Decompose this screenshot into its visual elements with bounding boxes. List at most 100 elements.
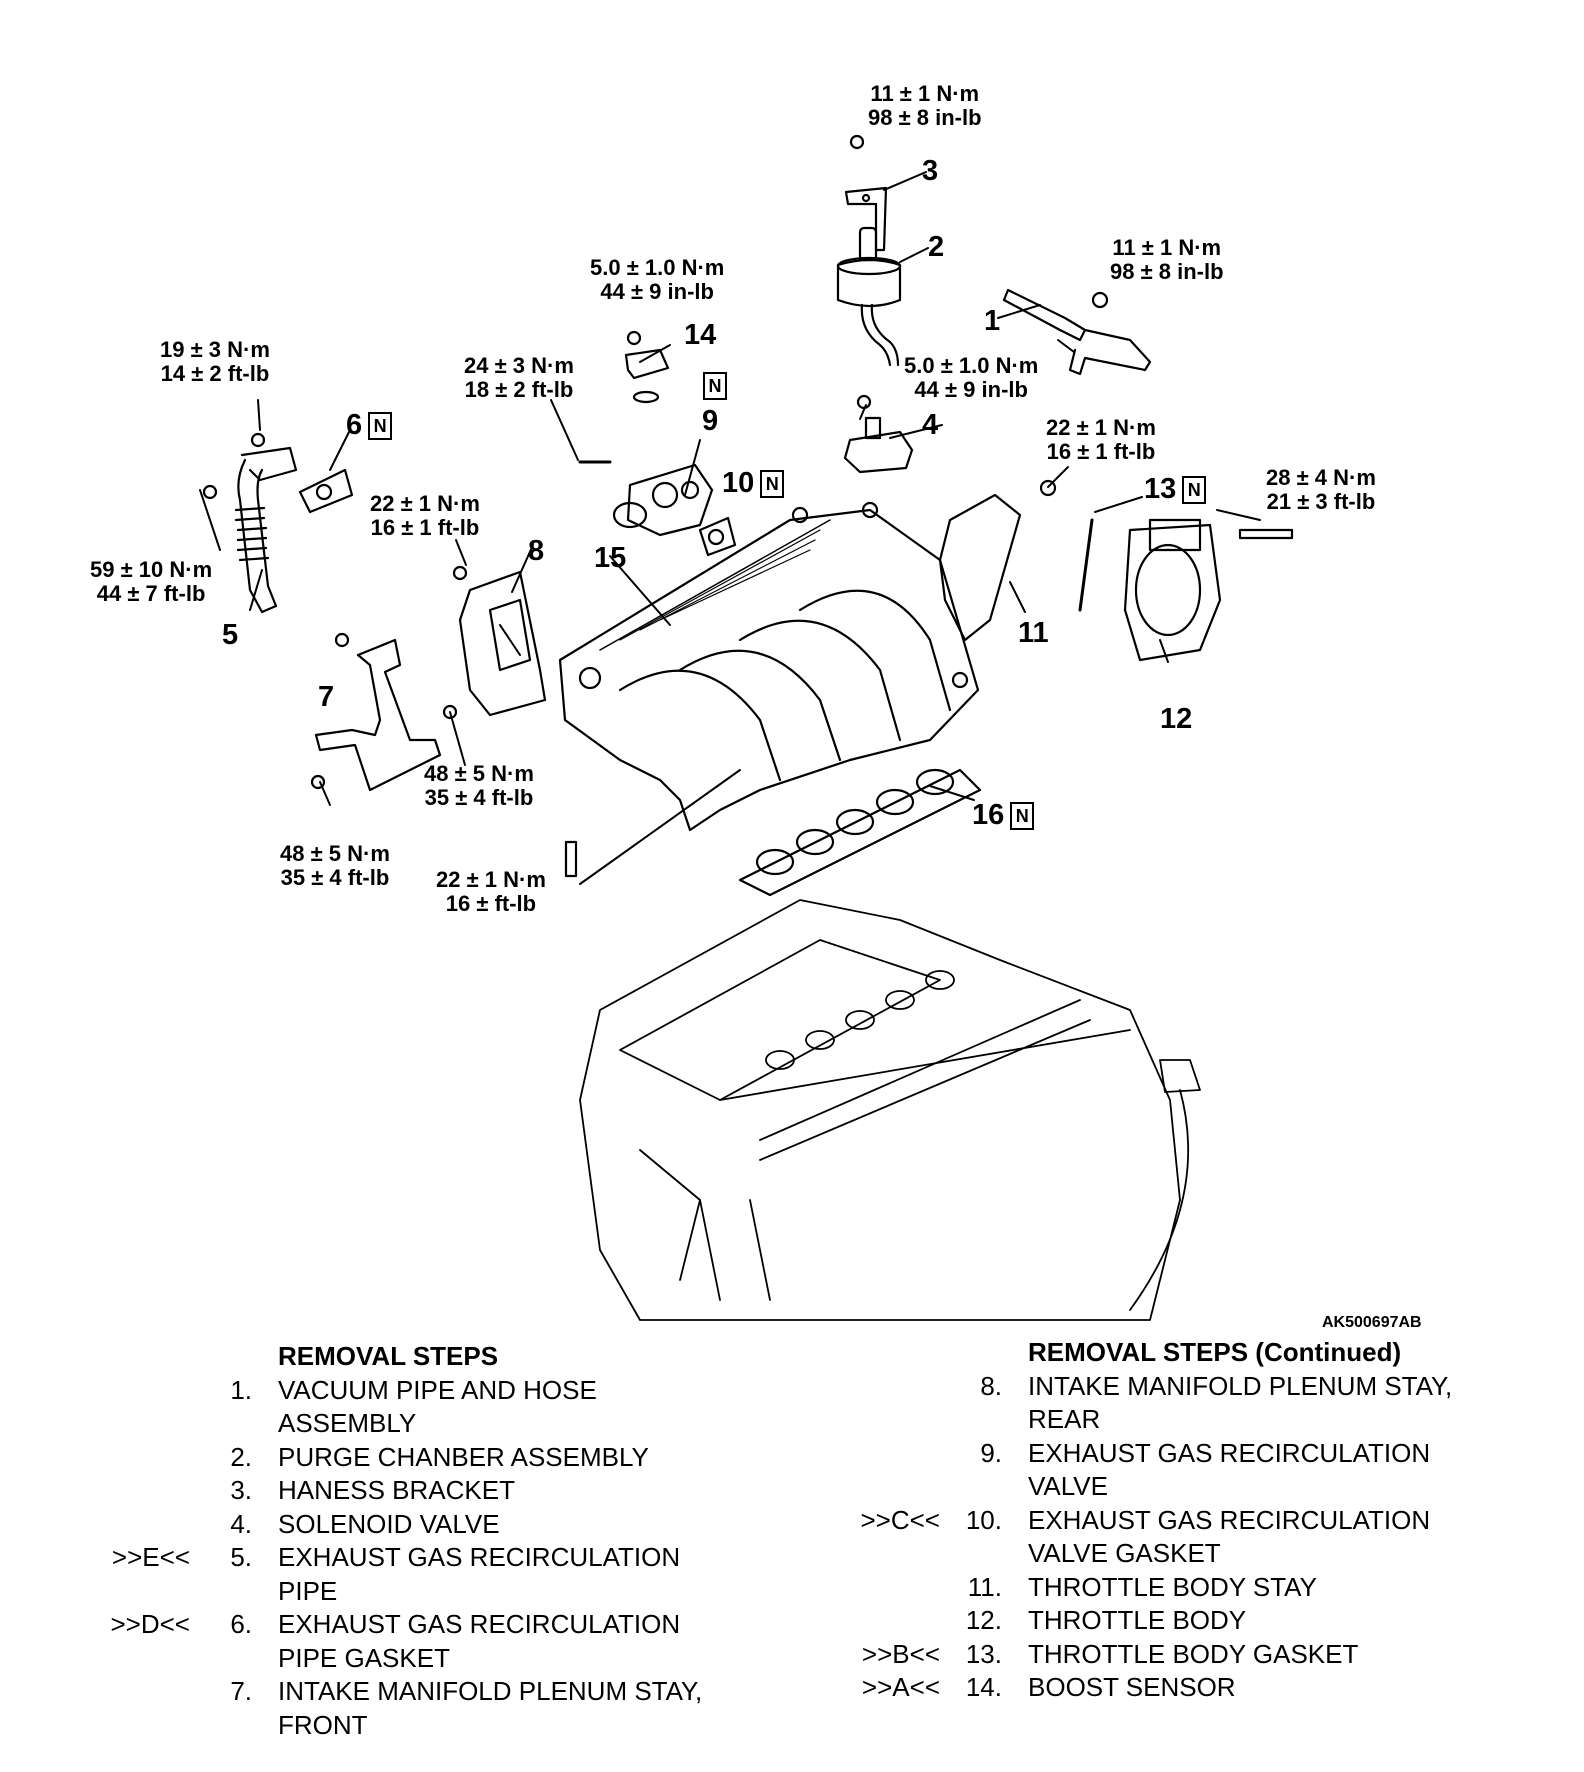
removal-step: 8.INTAKE MANIFOLD PLENUM STAY,REAR (850, 1370, 1510, 1437)
step-number: 14. (965, 1672, 1002, 1702)
callout-3: 3 (922, 155, 939, 187)
exploded-view-diagram (199, 134, 1294, 1321)
torque-imperial: 18 ± 2 ft-lb (464, 377, 574, 402)
intake-manifold-part-15 (558, 501, 980, 832)
callout-9: 9 (702, 405, 719, 437)
step-number: 12. (965, 1605, 1002, 1635)
step-number: 1. (230, 1374, 252, 1405)
step-text: INTAKE MANIFOLD PLENUM STAY, (278, 1676, 703, 1706)
torque-nm: 19 ± 3 N·m (160, 337, 270, 362)
callout-8: 8 (528, 535, 545, 567)
torque-imperial: 98 ± 8 in-lb (868, 105, 982, 130)
callout-6-number: 6 (346, 409, 363, 441)
new-part-symbol: N (760, 470, 785, 499)
torque-imperial: 16 ± ft-lb (445, 891, 537, 916)
solenoid-valve-part-4 (843, 394, 914, 474)
torque-imperial: 44 ± 7 ft-lb (96, 581, 206, 606)
removal-step: 11. THROTTLE BODY STAY (850, 1571, 1510, 1605)
step-number: 13. (965, 1638, 1002, 1669)
torque-nm: 59 ± 10 N·m (90, 557, 213, 582)
callout-2: 2 (928, 231, 945, 263)
callout-5: 5 (222, 619, 239, 651)
torque-nm: 5.0 ± 1.0 N·m (904, 353, 1039, 378)
step-number: 11. (967, 1571, 1002, 1602)
step-number: 5. (230, 1542, 252, 1572)
step-text: PIPE (278, 1575, 338, 1606)
torque-spec-egr-pipe-lower: 59 ± 10 N·m 44 ± 7 ft-lb (90, 558, 212, 606)
new-part-symbol: N (1010, 802, 1035, 831)
step-text: PURGE CHANBER ASSEMBLY (278, 1441, 649, 1472)
torque-nm: 28 ± 4 N·m (1266, 465, 1376, 490)
torque-nm: 11 ± 1 N·m (870, 81, 980, 106)
removal-steps-right: REMOVAL STEPS (Continued) 8.INTAKE MANIF… (850, 1336, 1510, 1705)
torque-nm: 22 ± 1 N·m (1046, 415, 1156, 440)
step-text: EXHAUST GAS RECIRCULATION (1028, 1504, 1431, 1535)
figure-id: AK500697AB (1322, 1314, 1422, 1331)
new-part-symbol: N (1182, 476, 1207, 505)
step-number: 10. (965, 1504, 1002, 1535)
torque-nm: 24 ± 3 N·m (464, 353, 574, 378)
service-point-marker: >>C<< (860, 1504, 940, 1535)
throttle-body-part-12 (1123, 518, 1294, 662)
callout-14-new-part: N (703, 370, 727, 401)
intake-gasket-part-16 (564, 768, 982, 897)
step-number: 2. (230, 1441, 252, 1472)
callout-13-number: 13 (1144, 473, 1177, 505)
callout-15: 15 (594, 542, 627, 574)
new-part-symbol: N (368, 412, 393, 441)
torque-imperial: 44 ± 9 in-lb (914, 377, 1028, 402)
step-number: 6. (230, 1609, 252, 1639)
plenum-stay-rear-part-8 (442, 565, 547, 720)
plenum-stay-front-part-7 (310, 632, 442, 792)
torque-imperial: 35 ± 4 ft-lb (280, 865, 390, 890)
callout-1: 1 (984, 305, 1001, 337)
boost-sensor-part-14 (624, 330, 670, 404)
callout-12: 12 (1160, 703, 1193, 735)
egr-pipe-part-5 (202, 432, 298, 614)
torque-spec-boost-sensor: 5.0 ± 1.0 N·m 44 ± 9 in-lb (590, 256, 724, 304)
torque-imperial: 98 ± 8 in-lb (1110, 259, 1224, 284)
new-part-symbol: N (703, 372, 727, 401)
torque-spec-intake-manifold: 22 ± 1 N·m 16 ± ft-lb (436, 868, 546, 916)
purge-chamber-part-2 (836, 226, 902, 367)
step-text: THROTTLE BODY STAY (1028, 1571, 1317, 1602)
harness-bracket-part-3 (844, 134, 888, 252)
engine-block (579, 899, 1201, 1321)
step-text: FRONT (278, 1709, 368, 1740)
removal-steps-heading: REMOVAL STEPS (278, 1341, 499, 1371)
torque-nm: 22 ± 1 N·m (370, 491, 480, 516)
step-text: ASSEMBLY (278, 1408, 417, 1438)
removal-step: 7. INTAKE MANIFOLD PLENUM STAY,FRONT (100, 1675, 740, 1742)
torque-spec-egr-pipe-upper: 19 ± 3 N·m 14 ± 2 ft-lb (160, 338, 270, 386)
egr-pipe-gasket-part-6 (298, 468, 354, 514)
step-number: 3. (230, 1475, 252, 1505)
throttle-gasket-part-13 (1078, 518, 1094, 612)
step-number: 7. (230, 1676, 252, 1706)
service-point-marker: >>B<< (861, 1638, 940, 1669)
torque-spec-vacuum-pipe: 11 ± 1 N·m 98 ± 8 in-lb (1110, 236, 1224, 284)
callout-14: 14 (684, 319, 717, 351)
torque-nm: 5.0 ± 1.0 N·m (590, 255, 725, 280)
torque-spec-harness-bracket: 11 ± 1 N·m 98 ± 8 in-lb (868, 82, 982, 130)
torque-spec-rear-stay-upper: 22 ± 1 N·m 16 ± 1 ft-lb (370, 492, 480, 540)
torque-spec-egr-valve: 24 ± 3 N·m 18 ± 2 ft-lb (464, 354, 574, 402)
torque-spec-throttle-body: 28 ± 4 N·m 21 ± 3 ft-lb (1266, 466, 1376, 514)
removal-step: 2. PURGE CHANBER ASSEMBLY (100, 1441, 740, 1475)
torque-imperial: 21 ± 3 ft-lb (1266, 489, 1376, 514)
torque-nm: 48 ± 5 N·m (424, 761, 534, 786)
torque-imperial: 16 ± 1 ft-lb (370, 515, 480, 540)
removal-step: 3.HANESS BRACKET (100, 1474, 740, 1508)
step-number: 4. (230, 1508, 252, 1539)
removal-step: >>B<< 13. THROTTLE BODY GASKET (850, 1638, 1510, 1672)
leader-lines (199, 171, 1261, 885)
torque-imperial: 14 ± 2 ft-lb (160, 361, 270, 386)
step-text: THROTTLE BODY GASKET (1028, 1638, 1359, 1669)
throttle-body-stay-part-11 (938, 479, 1057, 642)
